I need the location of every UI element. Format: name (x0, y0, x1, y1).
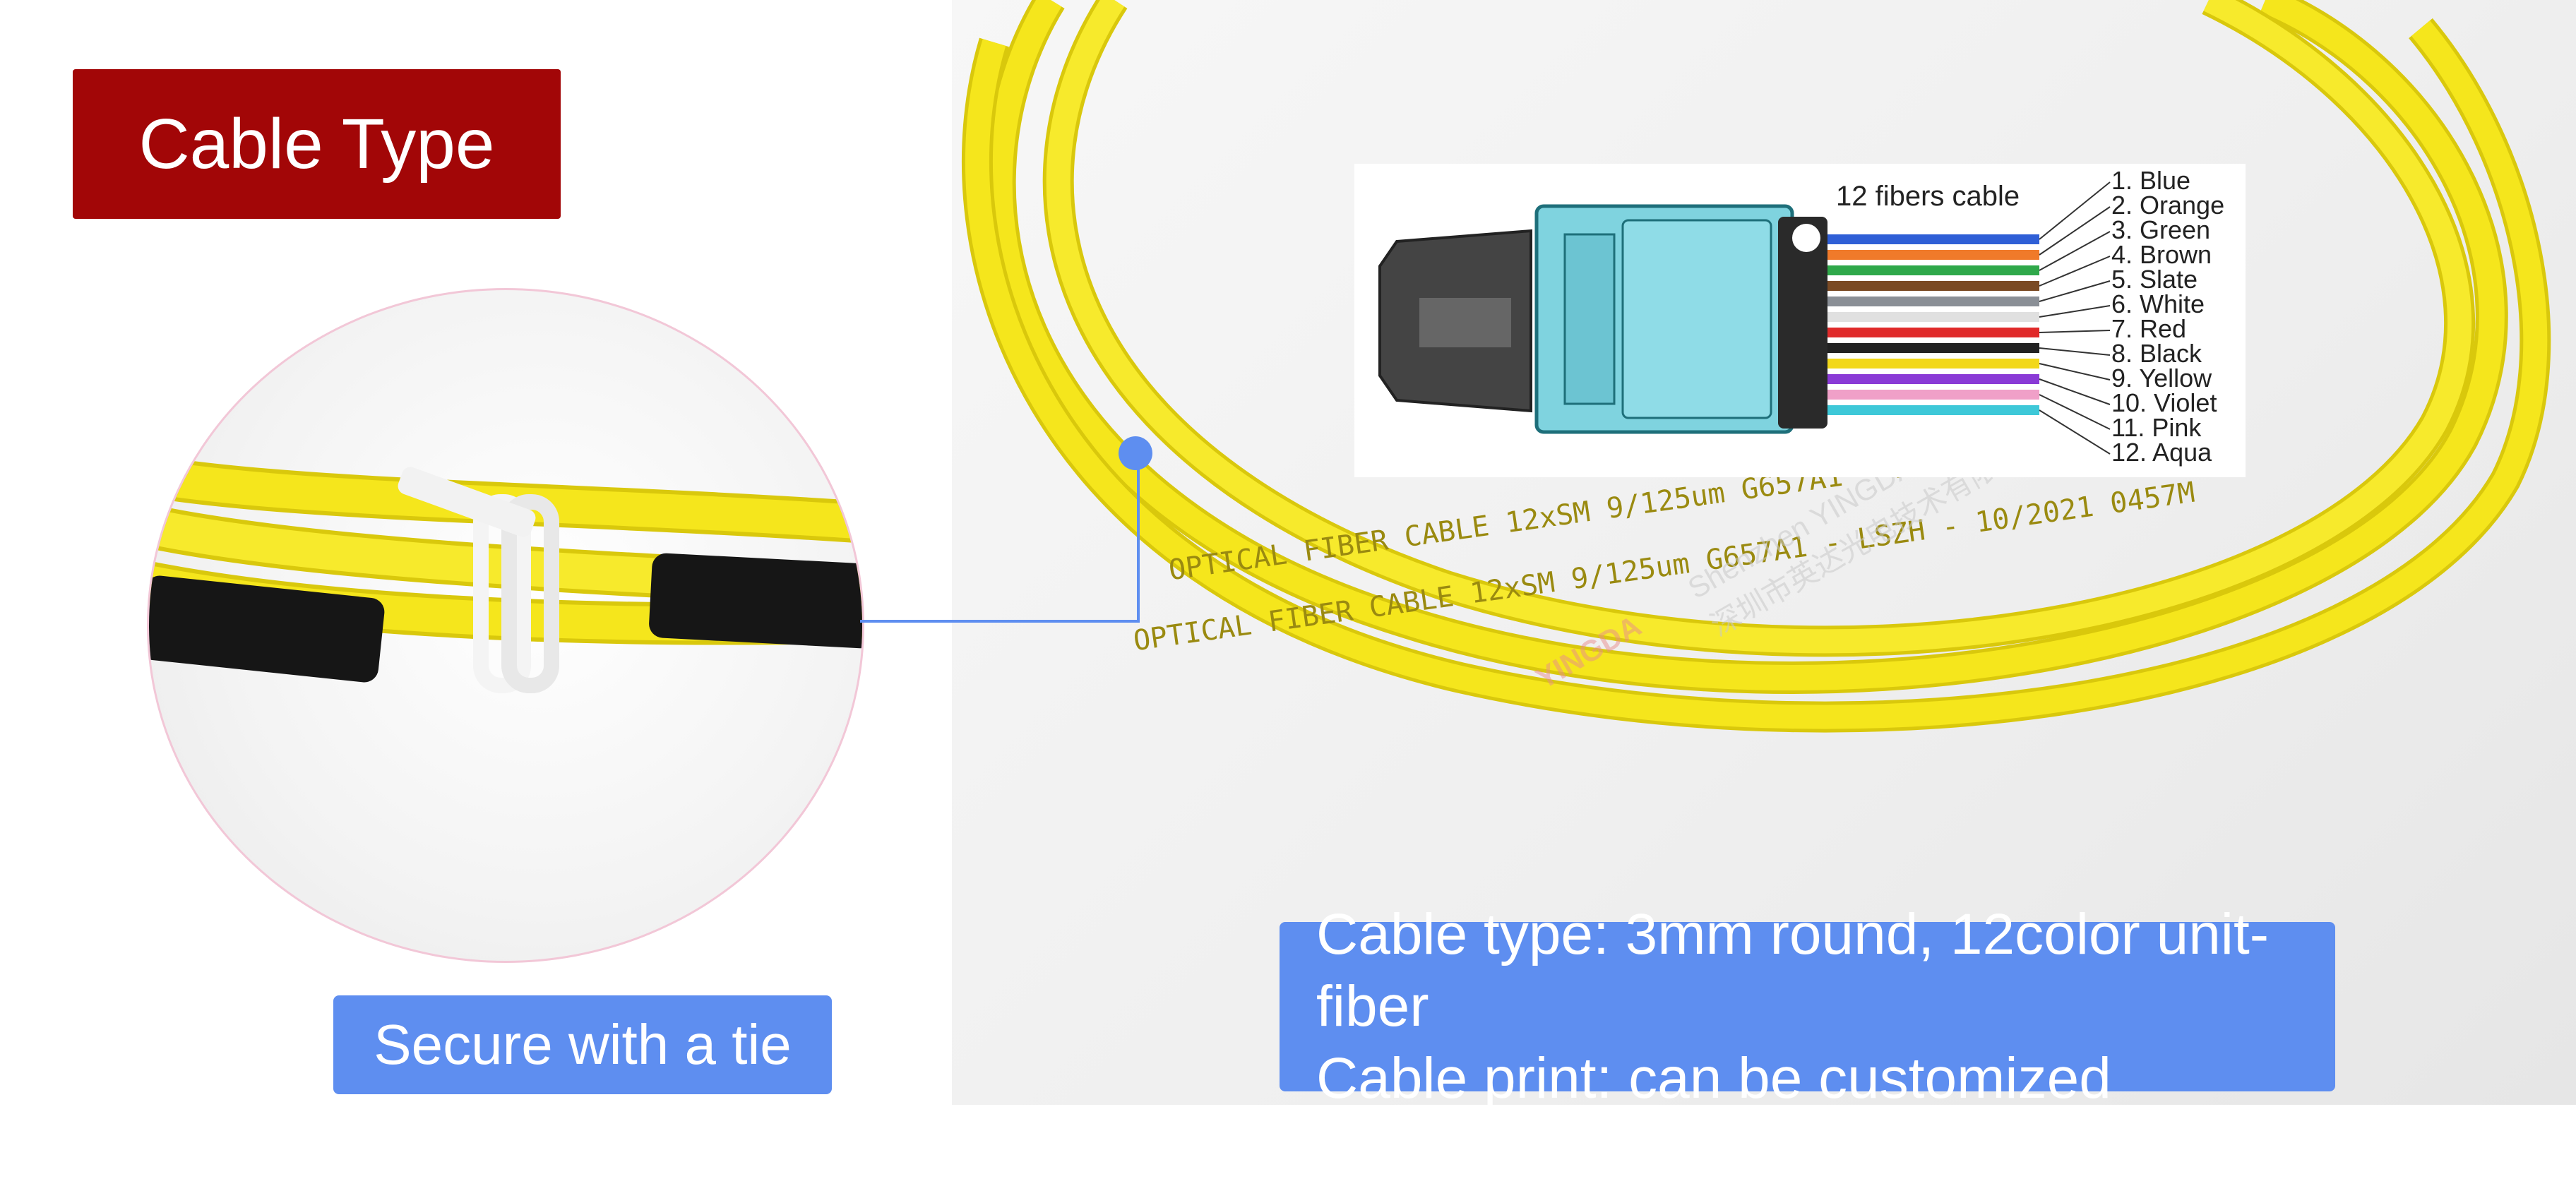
tie-detail-photo (147, 288, 864, 963)
fiber-item: 1. Blue (2111, 166, 2191, 195)
page-title: Cable Type (138, 104, 495, 184)
tied-cables-illustration (149, 455, 862, 693)
fiber-item: 6. White (2111, 289, 2205, 318)
fiber-item: 12. Aqua (2111, 438, 2212, 467)
tie-caption-text: Secure with a tie (374, 1013, 792, 1076)
cable-spec-caption: Cable type: 3mm round, 12color unit-fibe… (1280, 902, 2335, 1110)
fiber-item: 8. Black (2111, 339, 2202, 368)
mpo-connector-icon (1378, 181, 2111, 455)
fiber-color-list: 1. Blue 2. Orange 3. Green 4. Brown 5. S… (2111, 168, 2224, 465)
fiber-item: 9. Yellow (2111, 364, 2212, 393)
fiber-item: 10. Violet (2111, 388, 2217, 417)
fiber-item: 4. Brown (2111, 240, 2212, 269)
cable-type-text: Cable type: 3mm round, 12color unit-fibe… (1316, 902, 2270, 1038)
fiber-item: 3. Green (2111, 215, 2211, 244)
fiber-color-diagram: 12 fibers cable 1. Blue 2. Orange 3. Gre… (1354, 164, 2246, 477)
fiber-count-label: 12 fibers cable (1836, 181, 2020, 212)
fiber-strands (1827, 234, 2039, 415)
fiber-item: 11. Pink (2111, 413, 2202, 442)
cable-coil (962, 0, 2551, 733)
fiber-item: 5. Slate (2111, 265, 2198, 294)
cable-print-caption-text: Cable print: can be customized (1316, 1046, 2111, 1110)
fiber-item: 2. Orange (2111, 191, 2225, 220)
tie-caption: Secure with a tie (333, 995, 832, 1094)
title-badge: Cable Type (73, 69, 561, 219)
fiber-item: 7. Red (2111, 314, 2187, 343)
